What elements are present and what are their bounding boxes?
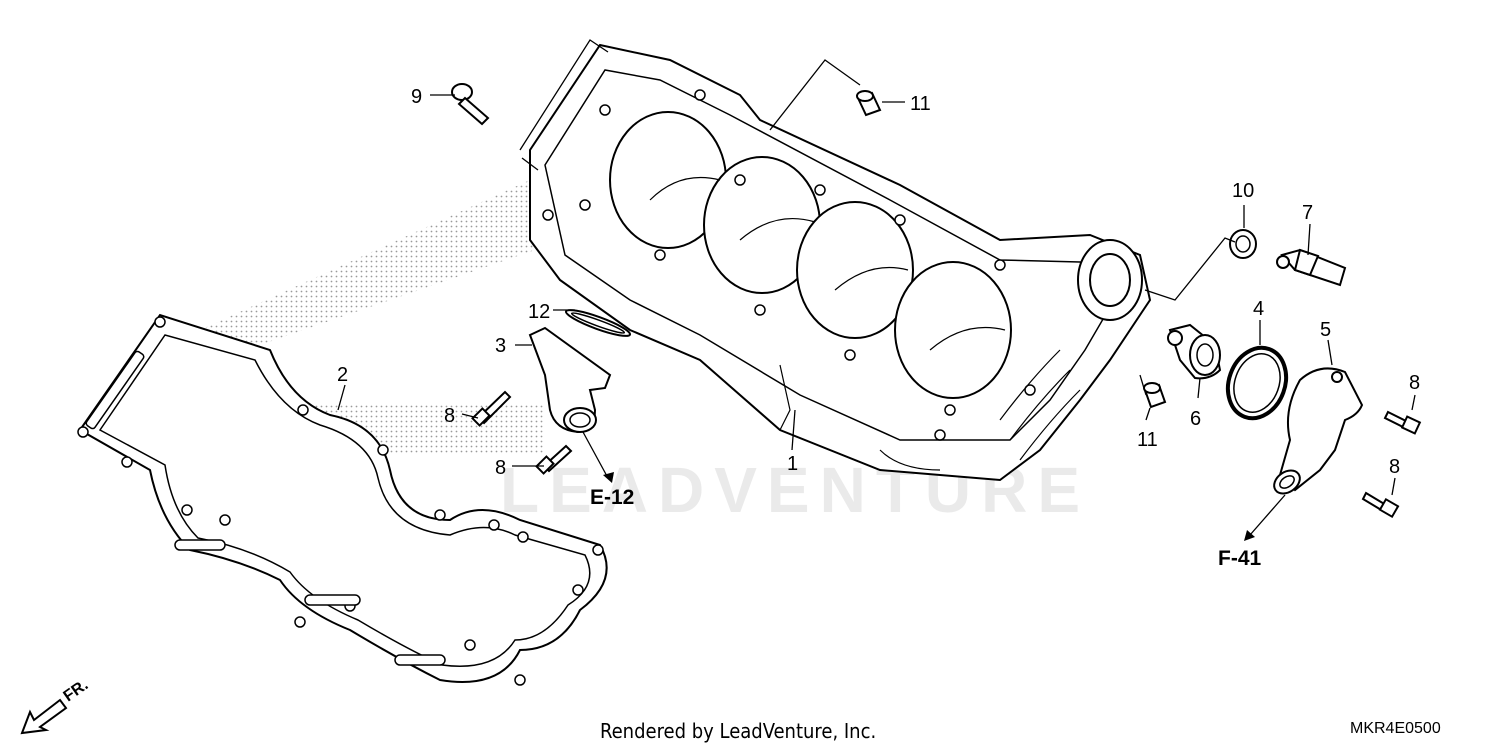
callout-11-upper: 11 (910, 93, 931, 115)
cylinder-block (529, 43, 1152, 482)
thermostat-cover-5 (1273, 367, 1364, 495)
callout-11-lower: 11 (1137, 429, 1158, 451)
callout-numbers: 9 11 2 12 3 8 8 1 11 10 7 4 5 6 8 8 (337, 86, 1420, 479)
dowel-pin-lower (1143, 382, 1167, 409)
bolt-8-d (1361, 491, 1400, 519)
leader-lines (337, 39, 1416, 541)
callout-10: 10 (1232, 180, 1254, 202)
callout-12: 12 (528, 301, 550, 323)
bolt-9 (451, 83, 490, 126)
callout-3: 3 (495, 335, 506, 357)
callout-8-b: 8 (495, 457, 506, 479)
callout-1: 1 (787, 453, 798, 475)
callout-5: 5 (1320, 319, 1331, 341)
callout-2: 2 (337, 364, 348, 386)
bolt-8-c (1383, 410, 1422, 435)
callout-7: 7 (1302, 202, 1313, 224)
front-direction-label: FR. (61, 677, 92, 706)
callout-8-d: 8 (1389, 456, 1400, 478)
diagram-code: MKR4E0500 (1350, 720, 1441, 737)
dowel-pin-upper (856, 90, 882, 117)
rendered-by-credit: Rendered by LeadVenture, Inc. (600, 719, 876, 743)
callout-4: 4 (1253, 298, 1264, 320)
washer-10 (1229, 229, 1257, 259)
bolt-8-b (535, 444, 573, 475)
callout-9: 9 (411, 86, 422, 108)
thermostat-6 (1167, 323, 1222, 380)
reference-e12[interactable]: E-12 (590, 486, 634, 509)
callout-8-a: 8 (444, 405, 455, 427)
reference-f41[interactable]: F-41 (1218, 547, 1262, 570)
bolt-8-a (471, 390, 512, 427)
temperature-sensor-7 (1276, 248, 1347, 287)
front-direction-arrow: FR. (20, 677, 92, 735)
callout-8-c: 8 (1409, 372, 1420, 394)
water-joint-3 (528, 326, 612, 434)
cylinder-gasket (77, 313, 608, 686)
callout-6: 6 (1190, 408, 1201, 430)
o-ring-12 (564, 309, 632, 337)
o-ring-4 (1225, 345, 1289, 421)
